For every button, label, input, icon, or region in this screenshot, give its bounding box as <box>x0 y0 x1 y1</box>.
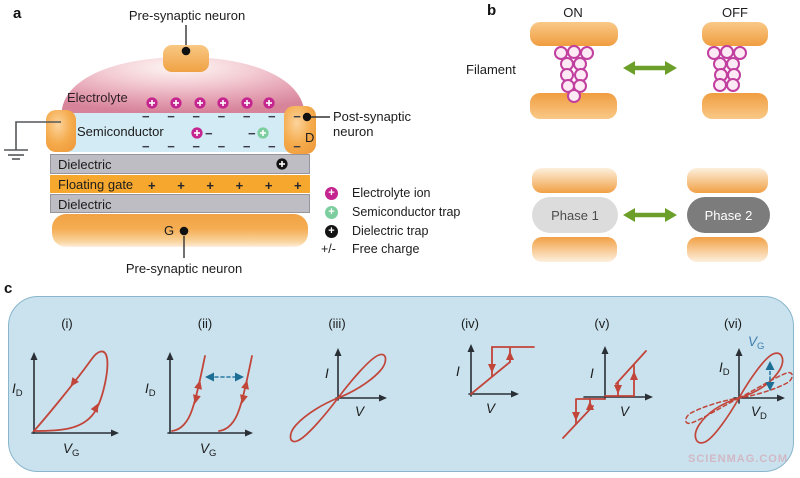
phase1-pill: Phase 1 <box>532 197 618 233</box>
phase1-label: Phase 1 <box>551 207 599 223</box>
dielectric-bottom-layer <box>50 194 310 213</box>
phase2-pill: Phase 2 <box>687 197 770 233</box>
panel-c-background <box>8 296 794 472</box>
dielectric-top-layer <box>50 154 310 174</box>
floating-gate-layer <box>50 175 310 193</box>
semiconductor-layer <box>62 110 298 152</box>
phase2-label: Phase 2 <box>704 207 753 223</box>
